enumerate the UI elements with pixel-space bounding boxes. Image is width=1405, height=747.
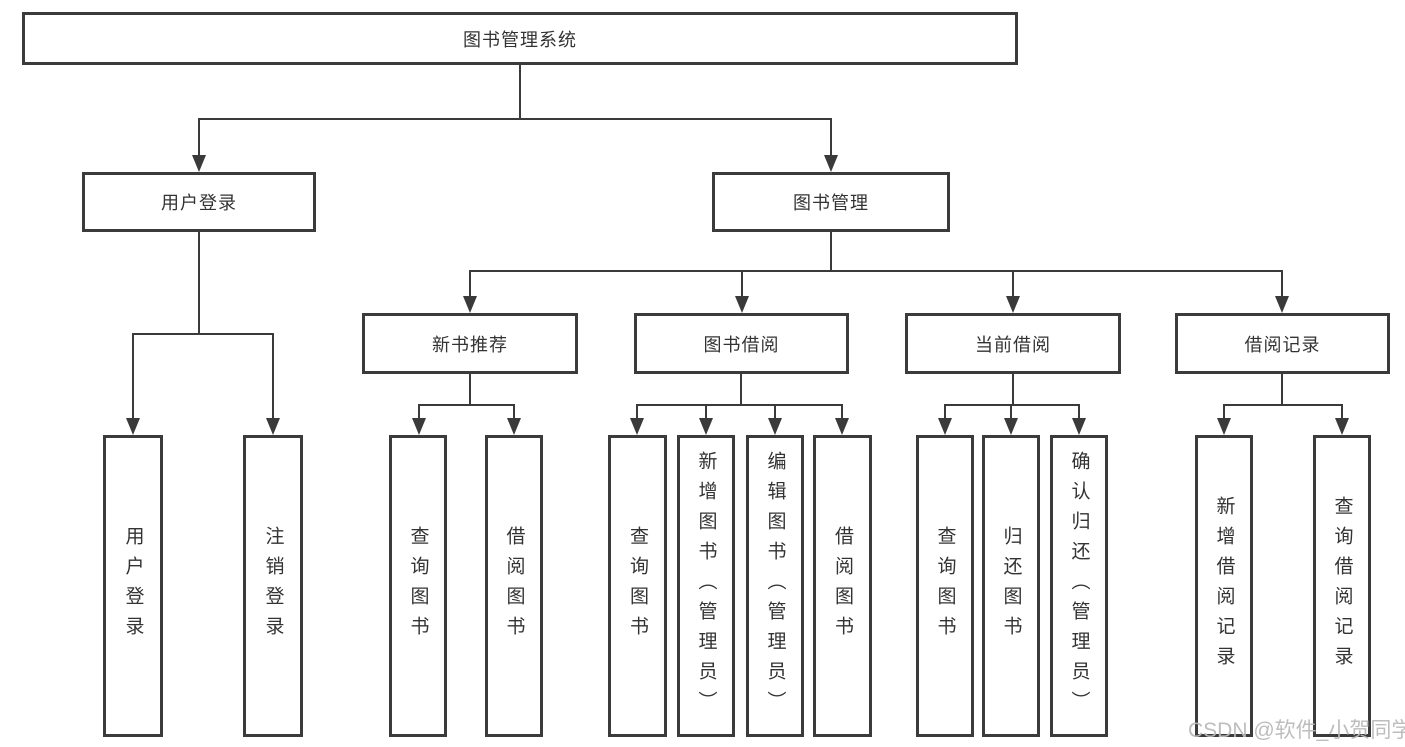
leaf-borrow-books-2: 借阅图书 [813, 435, 872, 737]
connector-hline [132, 333, 274, 335]
connector-vline [1341, 404, 1343, 420]
arrow-down-icon [1072, 418, 1086, 435]
node-label: 当前借阅 [975, 334, 1051, 355]
node-label: 借阅记录 [1244, 334, 1321, 355]
arrow-down-icon [938, 418, 952, 435]
node-label: 查询图书 [627, 526, 648, 646]
connector-vline [841, 404, 843, 420]
connector-hline [469, 270, 1283, 272]
connector-vline [741, 270, 743, 298]
connector-vline [830, 118, 832, 158]
node-book-management: 图书管理 [712, 172, 950, 232]
connector-vline [198, 118, 200, 158]
node-label: 图书管理 [793, 193, 869, 213]
node-label: 查询图书 [407, 526, 429, 646]
leaf-confirm-return-admin: 确认归还（管理员） [1050, 435, 1108, 737]
arrow-down-icon [126, 418, 140, 435]
node-label: 新增借阅记录 [1213, 496, 1235, 676]
arrow-down-icon [835, 418, 849, 435]
node-label: 编辑图书（管理员） [764, 451, 786, 721]
connector-vline [740, 374, 742, 406]
connector-vline [705, 404, 707, 420]
connector-vline [1012, 270, 1014, 298]
connector-vline [1010, 404, 1012, 420]
arrow-down-icon [824, 155, 838, 172]
connector-vline [469, 270, 471, 298]
node-label: 用户登录 [161, 193, 237, 213]
connector-vline [1012, 374, 1014, 406]
node-borrowing-records: 借阅记录 [1175, 313, 1390, 374]
connector-vline [1281, 374, 1283, 406]
connector-hline [1223, 404, 1343, 406]
node-library-management-system: 图书管理系统 [22, 12, 1018, 65]
arrow-down-icon [1006, 296, 1020, 313]
connector-vline [132, 333, 134, 420]
csdn-watermark: CSDN @软件_小贺同学 [1188, 719, 1405, 742]
node-label: 查询借阅记录 [1331, 496, 1353, 676]
node-label: 确认归还（管理员） [1068, 451, 1090, 721]
node-label: 注销登录 [262, 526, 284, 646]
connector-hline [418, 404, 515, 406]
arrow-down-icon [699, 418, 713, 435]
connector-vline [1281, 270, 1283, 298]
node-label: 查询图书 [934, 526, 956, 646]
connector-vline [469, 374, 471, 406]
connector-vline [830, 232, 832, 272]
leaf-return-book: 归还图书 [982, 435, 1040, 737]
connector-hline [636, 404, 843, 406]
connector-vline [636, 404, 638, 420]
arrow-down-icon [768, 418, 782, 435]
leaf-user-login: 用户登录 [103, 435, 163, 737]
node-label: 图书管理系统 [463, 29, 577, 50]
connector-hline [944, 404, 1080, 406]
arrow-down-icon [266, 418, 280, 435]
leaf-query-borrow-record: 查询借阅记录 [1313, 435, 1371, 737]
arrow-down-icon [1335, 418, 1349, 435]
connector-vline [1223, 404, 1225, 420]
arrow-down-icon [1217, 418, 1231, 435]
arrow-down-icon [412, 418, 426, 435]
connector-vline [1078, 404, 1080, 420]
arrow-down-icon [1004, 418, 1018, 435]
arrow-down-icon [735, 296, 749, 313]
leaf-query-books-1: 查询图书 [389, 435, 447, 737]
node-label: 新书推荐 [432, 334, 508, 355]
node-label: 新增图书（管理员） [695, 451, 717, 721]
connector-vline [418, 404, 420, 420]
connector-vline [519, 65, 521, 119]
connector-vline [774, 404, 776, 420]
connector-vline [272, 333, 274, 420]
connector-hline [198, 118, 831, 120]
node-label: 用户登录 [122, 526, 144, 646]
connector-vline [513, 404, 515, 420]
leaf-logout: 注销登录 [243, 435, 303, 737]
leaf-query-books-3: 查询图书 [916, 435, 974, 737]
leaf-edit-book-admin: 编辑图书（管理员） [746, 435, 804, 737]
leaf-query-books-2: 查询图书 [608, 435, 667, 737]
node-book-borrowing: 图书借阅 [634, 313, 849, 374]
node-current-borrowing: 当前借阅 [905, 313, 1121, 374]
leaf-add-book-admin: 新增图书（管理员） [677, 435, 735, 737]
node-label: 借阅图书 [503, 526, 525, 646]
arrow-down-icon [630, 418, 644, 435]
arrow-down-icon [463, 296, 477, 313]
node-user-login: 用户登录 [82, 172, 316, 232]
leaf-borrow-books-1: 借阅图书 [485, 435, 543, 737]
node-new-book-recommendation: 新书推荐 [362, 313, 578, 374]
node-label: 借阅图书 [832, 526, 853, 646]
leaf-add-borrow-record: 新增借阅记录 [1195, 435, 1253, 737]
connector-vline [198, 232, 200, 335]
arrow-down-icon [1275, 296, 1289, 313]
arrow-down-icon [507, 418, 521, 435]
node-label: 归还图书 [1000, 526, 1022, 646]
arrow-down-icon [192, 155, 206, 172]
connector-vline [944, 404, 946, 420]
node-label: 图书借阅 [703, 334, 780, 355]
